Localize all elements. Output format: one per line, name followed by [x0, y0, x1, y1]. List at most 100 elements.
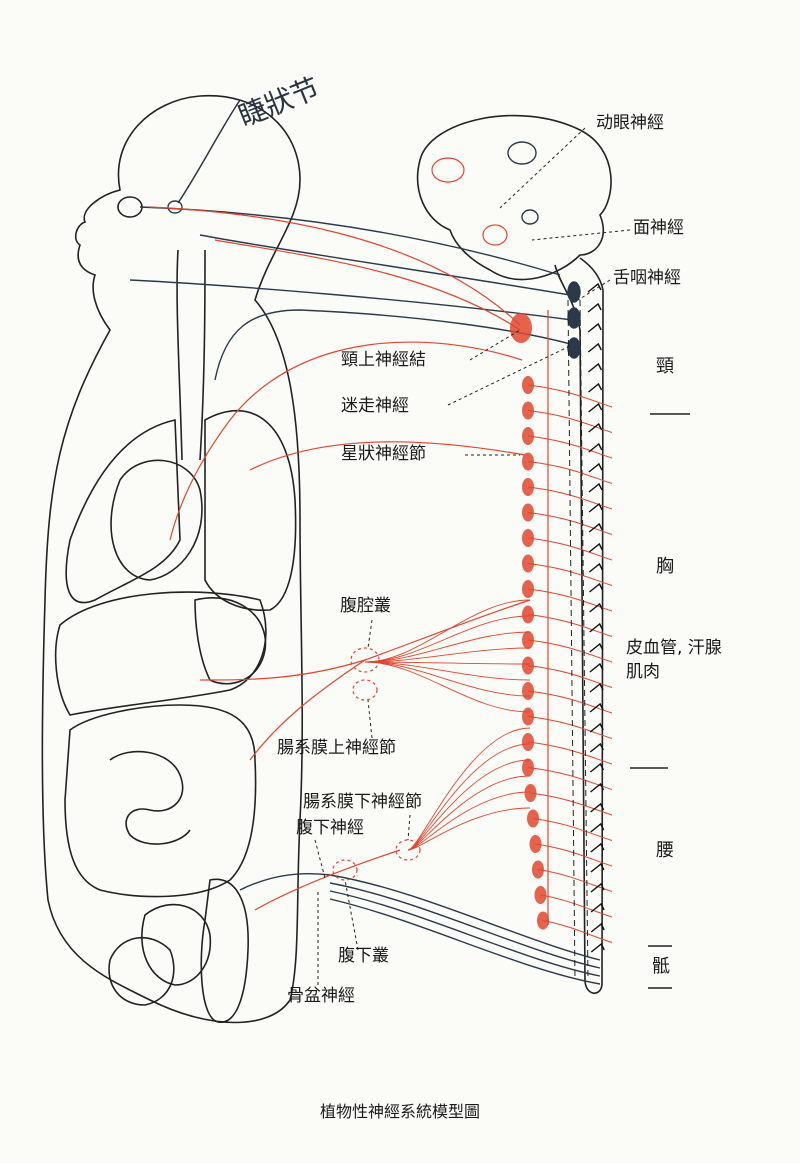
splanchnic-fiber [364, 661, 531, 665]
spinal-root-tick [588, 542, 603, 553]
spinal-root-tick [589, 722, 604, 733]
lung-left [204, 410, 297, 611]
liver [54, 591, 267, 716]
pelvic-nerve-4 [329, 898, 601, 985]
gray-ramus-fiber [540, 894, 613, 918]
inferior-mesenteric-marker [395, 839, 421, 861]
leader-hypogastric-plexus [344, 879, 359, 951]
superior-cervical-ganglion [510, 313, 532, 343]
label-superior-cervical-ganglion: 頸上神經結 [341, 350, 426, 370]
pelvic-nerve-3 [329, 890, 601, 977]
spinal-root-tick [588, 402, 603, 413]
cranial-ganglion-1 [567, 281, 581, 303]
label-inferior-mesenteric-ganglion: 腸系膜下神經節 [303, 792, 422, 812]
splanchnic-fiber [407, 791, 531, 851]
cranial-ganglion-3 [567, 337, 581, 359]
gray-ramus-fiber [530, 792, 613, 816]
splanchnic-fiber [407, 775, 531, 851]
gray-ramus-fiber [527, 435, 613, 459]
label-stellate-ganglion: 星狀神經節 [341, 444, 426, 464]
spinal-root-tick [588, 482, 603, 493]
spinal-root-tick [590, 802, 605, 813]
region-thoracic: 胸 [656, 556, 674, 577]
label-facial-nerve: 面神經 [633, 218, 684, 238]
head-sympathetic-2 [214, 239, 521, 331]
trachea-outline-2 [199, 249, 206, 461]
label-superior-mesenteric-ganglion: 腸系膜上神經節 [277, 738, 396, 758]
celiac-to-organs [249, 659, 366, 761]
spinal-root-tick [588, 382, 603, 393]
splanchnic-fiber [364, 661, 531, 697]
lung-right [65, 419, 181, 604]
spinal-root-tick [587, 362, 603, 373]
gray-ramus-fiber [527, 486, 613, 510]
spinal-root-tick [590, 902, 605, 913]
spinal-root-tick [590, 782, 605, 793]
bladder [141, 903, 212, 986]
label-muscle: 肌肉 [626, 662, 660, 682]
gray-ramus-fiber [527, 588, 613, 612]
label-skin-vessels-glands: 皮血管, 汗腺 [626, 638, 722, 658]
pelvic-organ [108, 936, 175, 1006]
splanchnic-fiber [407, 807, 531, 851]
gray-ramus-fiber [527, 741, 613, 765]
leader-glossopharyngeal [577, 279, 611, 301]
region-lumbar: 腰 [656, 840, 674, 861]
region-cervical: 頸 [656, 356, 674, 377]
pons-nucleus [521, 209, 539, 225]
spinal-root-tick [589, 602, 604, 613]
label-hypogastric-plexus: 腹下叢 [338, 946, 389, 966]
head-and-torso-outline [41, 95, 304, 1024]
spinal-root-tick [588, 522, 603, 533]
head-sympathetic-1 [149, 206, 521, 326]
spinal-root-tick [587, 282, 602, 293]
region-separators [630, 413, 690, 989]
gray-ramus-fiber [527, 614, 613, 637]
gray-ramus-fiber [527, 512, 613, 535]
figure-caption: 植物性神經系統模型圖 [319, 1102, 480, 1121]
gray-ramus-fiber [527, 665, 613, 688]
cranial-ganglion-2 [567, 307, 581, 329]
superior-mesenteric-marker [352, 679, 378, 701]
label-pelvic-nerve: 骨盆神經 [287, 986, 355, 1006]
spinal-root-tick [590, 842, 605, 853]
spinal-cord [567, 299, 589, 981]
leader-inferior-mesenteric [407, 814, 411, 841]
leader-hypogastric-nerve [314, 839, 326, 879]
intestines [64, 704, 257, 898]
splanchnic-fiber [364, 661, 531, 713]
gray-ramus-fiber [527, 461, 613, 484]
splanchnic-fiber [364, 599, 531, 663]
gray-ramus-fiber [542, 920, 613, 943]
splanchnic-fiber [364, 631, 531, 663]
gray-ramus-fiber [527, 563, 613, 586]
leader-superior-mesenteric [367, 699, 373, 739]
heart [110, 459, 203, 581]
leader-vagus [447, 344, 573, 406]
eye-outline [117, 196, 143, 218]
leader-superior-cervical [469, 329, 521, 361]
spinal-root-tick [587, 322, 602, 333]
sympathetic-chain [364, 313, 613, 943]
splanchnic-fiber [364, 615, 531, 663]
spinal-root-tick [587, 302, 602, 313]
region-sacral: 骶 [652, 956, 670, 977]
spinal-root-tick [589, 742, 604, 753]
gray-ramus-fiber [527, 767, 613, 790]
leader-oculomotor [499, 127, 586, 209]
trachea-outline [176, 249, 183, 461]
rectum [200, 878, 249, 1023]
spinal-root-tick [587, 342, 602, 353]
gray-ramus-fiber [537, 869, 613, 892]
leader-facial [531, 229, 631, 241]
spinal-root-tick [589, 662, 604, 673]
pelvic-nerve-1 [239, 872, 601, 961]
ciliary-ganglion [167, 200, 183, 214]
gray-ramus-fiber [532, 818, 613, 841]
facial-nerve-path [199, 234, 571, 296]
label-celiac-plexus: 腹腔叢 [340, 596, 391, 616]
spinal-root-tick [590, 882, 605, 893]
heart-branch [169, 341, 523, 541]
